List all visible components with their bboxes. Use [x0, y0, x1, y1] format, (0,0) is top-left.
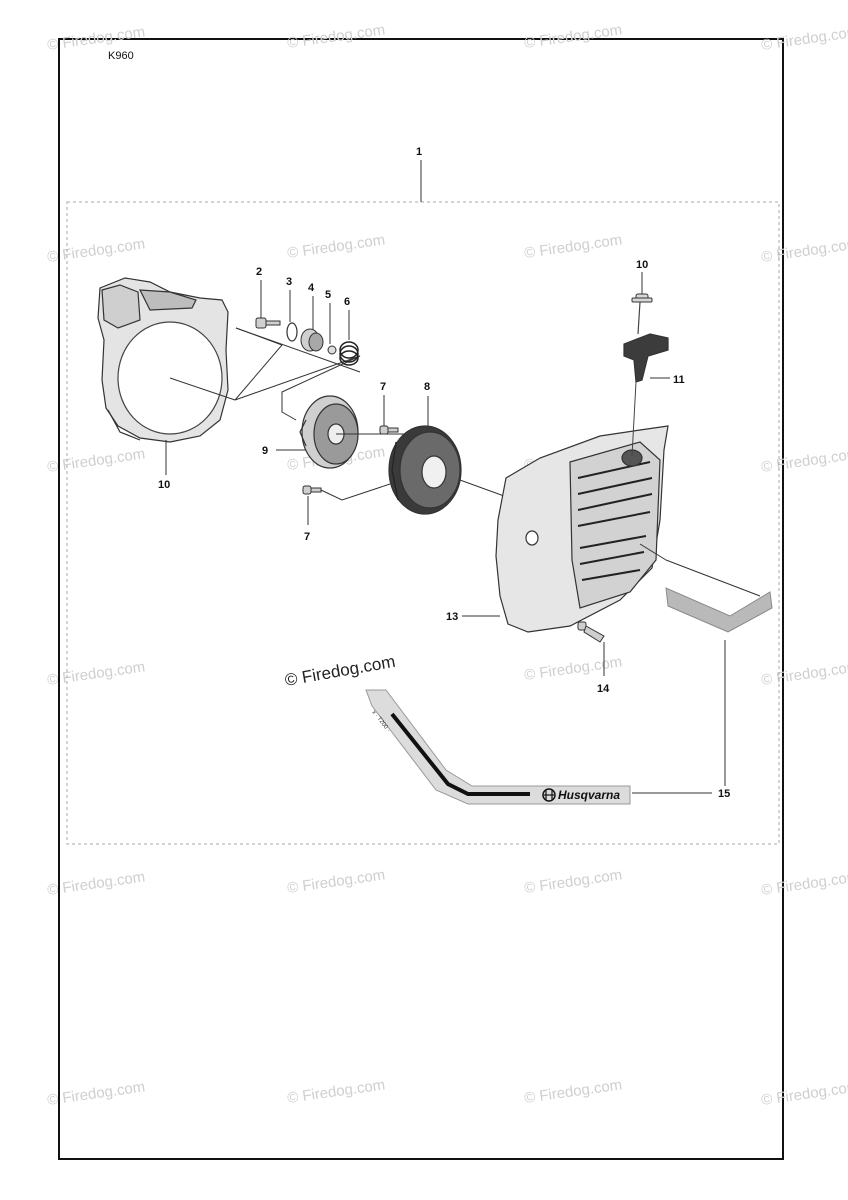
husqvarna-decal-part: x · T200 · Husqvarna — [365, 689, 631, 805]
watermark: © Firedog.com — [523, 21, 623, 52]
watermark: © Firedog.com — [46, 658, 146, 689]
watermark-main: © Firedog.com — [283, 652, 396, 690]
callout-15: 15 — [718, 788, 730, 800]
screw-part — [379, 425, 399, 435]
leader-line — [169, 377, 236, 401]
watermark: © Firedog.com — [46, 1078, 146, 1109]
watermark: © Firedog.com — [760, 445, 848, 476]
callout-11: 10 — [636, 259, 648, 271]
washer-part — [286, 322, 298, 342]
leader-line — [639, 543, 667, 561]
callout-13: 13 — [446, 611, 458, 623]
callout-8: 8 — [424, 381, 430, 393]
callout-1: 1 — [416, 146, 422, 158]
axis-lines — [234, 327, 361, 421]
axis-line — [459, 479, 505, 497]
decal-stripe-part — [639, 543, 773, 633]
watermark: © Firedog.com — [760, 1078, 848, 1109]
watermark: © Firedog.com — [760, 658, 848, 689]
callout-4: 4 — [308, 282, 315, 294]
callout-14: 14 — [597, 683, 610, 695]
watermark: © Firedog.com — [523, 1076, 623, 1107]
watermark-grid: © Firedog.com © Firedog.com © Firedog.co… — [46, 21, 848, 1109]
hub-part — [300, 328, 324, 352]
watermark: © Firedog.com — [46, 868, 146, 899]
husqvarna-logo-icon — [542, 788, 556, 802]
spring-housing-part — [388, 425, 462, 515]
callout-6: 6 — [344, 296, 350, 308]
watermark: © Firedog.com — [523, 231, 623, 262]
page-frame — [58, 38, 784, 1160]
watermark: © Firedog.com — [760, 868, 848, 899]
watermark: © Firedog.com — [46, 23, 146, 54]
starter-handle-part — [623, 301, 669, 457]
watermark: © Firedog.com — [286, 21, 386, 52]
callout-3: 3 — [286, 276, 292, 288]
axis-line — [320, 483, 391, 501]
callout-5: 5 — [325, 289, 331, 301]
watermark: © Firedog.com — [760, 23, 848, 54]
callout-7-upper: 7 — [380, 381, 386, 393]
watermark: © Firedog.com — [46, 235, 146, 266]
fan-housing-part — [97, 277, 229, 443]
callout-12: 11 — [673, 374, 685, 386]
model-label: K960 — [108, 50, 134, 62]
watermark: © Firedog.com — [523, 866, 623, 897]
cover-screw-part — [577, 621, 605, 643]
watermark: © Firedog.com — [286, 1076, 386, 1107]
lock-pin-part — [631, 293, 653, 303]
starter-cover-part — [495, 425, 669, 633]
watermark: © Firedog.com — [286, 866, 386, 897]
screw-part — [302, 485, 322, 495]
assembly-group: 1 — [66, 146, 780, 845]
callout-7-lower: 7 — [304, 531, 310, 543]
watermark: © Firedog.com — [760, 235, 848, 266]
watermark: © Firedog.com — [286, 231, 386, 262]
callout-10: 10 — [158, 479, 170, 491]
decal-brand-text: Husqvarna — [558, 788, 620, 802]
callout-2: 2 — [256, 266, 262, 278]
starter-pulley-part — [299, 395, 359, 469]
callout-9: 9 — [262, 445, 268, 457]
assembly-box — [66, 201, 780, 845]
small-washer-part — [327, 345, 337, 355]
spring-part — [339, 341, 359, 366]
watermark: © Firedog.com — [46, 445, 146, 476]
bolt-part — [255, 317, 281, 329]
watermark: © Firedog.com — [523, 653, 623, 684]
